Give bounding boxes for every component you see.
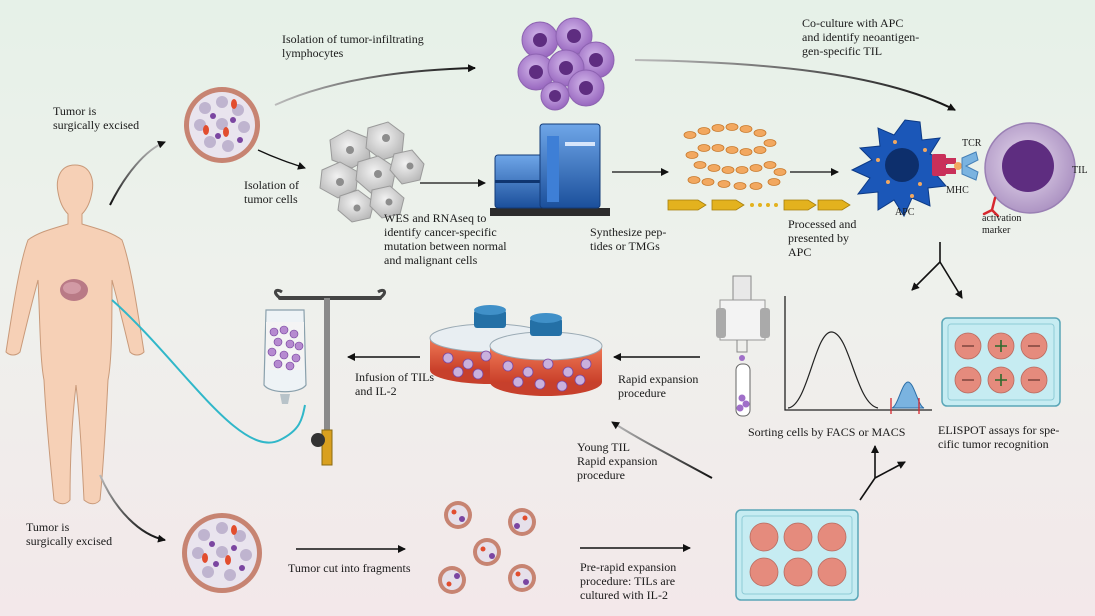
label-mhc: MHC [946,185,969,196]
tumor-cells-cluster [319,121,425,223]
tumor-fragments-icon [438,501,536,594]
peptide-chain-icon [683,123,787,190]
facs-machine-icon [716,275,770,417]
elispot-plate [941,317,1061,407]
label-rapid-expansion: Rapid expansion procedure [618,372,699,400]
label-activation-marker: activation marker [982,213,1022,236]
activation-marker-icon [982,196,1000,218]
arrow-coculture [634,59,956,111]
label-tumor-cut: Tumor cut into fragments [288,561,411,575]
sequencer-machine-icon [490,123,610,216]
human-body-figure [5,164,145,505]
tumor-tissue-top [184,87,260,163]
arrow-young-til [611,421,713,479]
arrow-split-right [911,242,963,299]
label-elispot: ELISPOT assays for spe- cific tumor reco… [938,423,1060,451]
til-cell [982,122,1076,218]
label-coculture: Co-culture with APC and identify neoanti… [802,16,920,58]
label-wes-rnaseq: WES and RNAseq to identify cancer-specif… [384,211,507,267]
iv-tube [111,299,306,444]
iv-bag-stand-icon [263,288,386,466]
label-isolation-tumor-cells: Isolation of tumor cells [244,178,299,206]
label-young-til: Young TIL Rapid expansion procedure [577,440,658,482]
label-tumor-excised-bottom: Tumor is surgically excised [26,520,113,548]
mhc-tcr-complex [932,151,979,181]
tandem-minigene-icon [667,199,851,211]
label-processed: Processed and presented by APC [788,217,857,259]
arrow-split-bottom [859,445,906,501]
label-tcr: TCR [962,138,982,149]
label-tumor-excised-top: Tumor is surgically excised [53,104,140,132]
arrow-isolation-til [274,64,476,106]
well-plate-bottom [735,509,859,601]
label-isolation-til: Isolation of tumor-infiltrating lymphocy… [282,32,424,60]
label-infusion: Infusion of TILs and IL-2 [355,370,435,398]
til-cell-cluster [517,17,615,111]
tumor-tissue-bottom [182,513,262,593]
arrow-excise-bottom [99,474,166,543]
label-pre-rapid: Pre-rapid expansion procedure: TILs are … [580,560,677,602]
label-apc: APC [895,207,915,218]
facs-histogram [784,296,932,414]
label-sorting: Sorting cells by FACS or MACS [748,425,906,439]
label-til: TIL [1072,165,1088,176]
apc-dendritic-cell [850,119,952,218]
arrow-isolation-tumor [257,149,306,170]
label-synthesize: Synthesize pep- tides or TMGs [590,225,667,253]
culture-flasks-icon [429,305,603,396]
arrow-excise-top [109,140,166,206]
